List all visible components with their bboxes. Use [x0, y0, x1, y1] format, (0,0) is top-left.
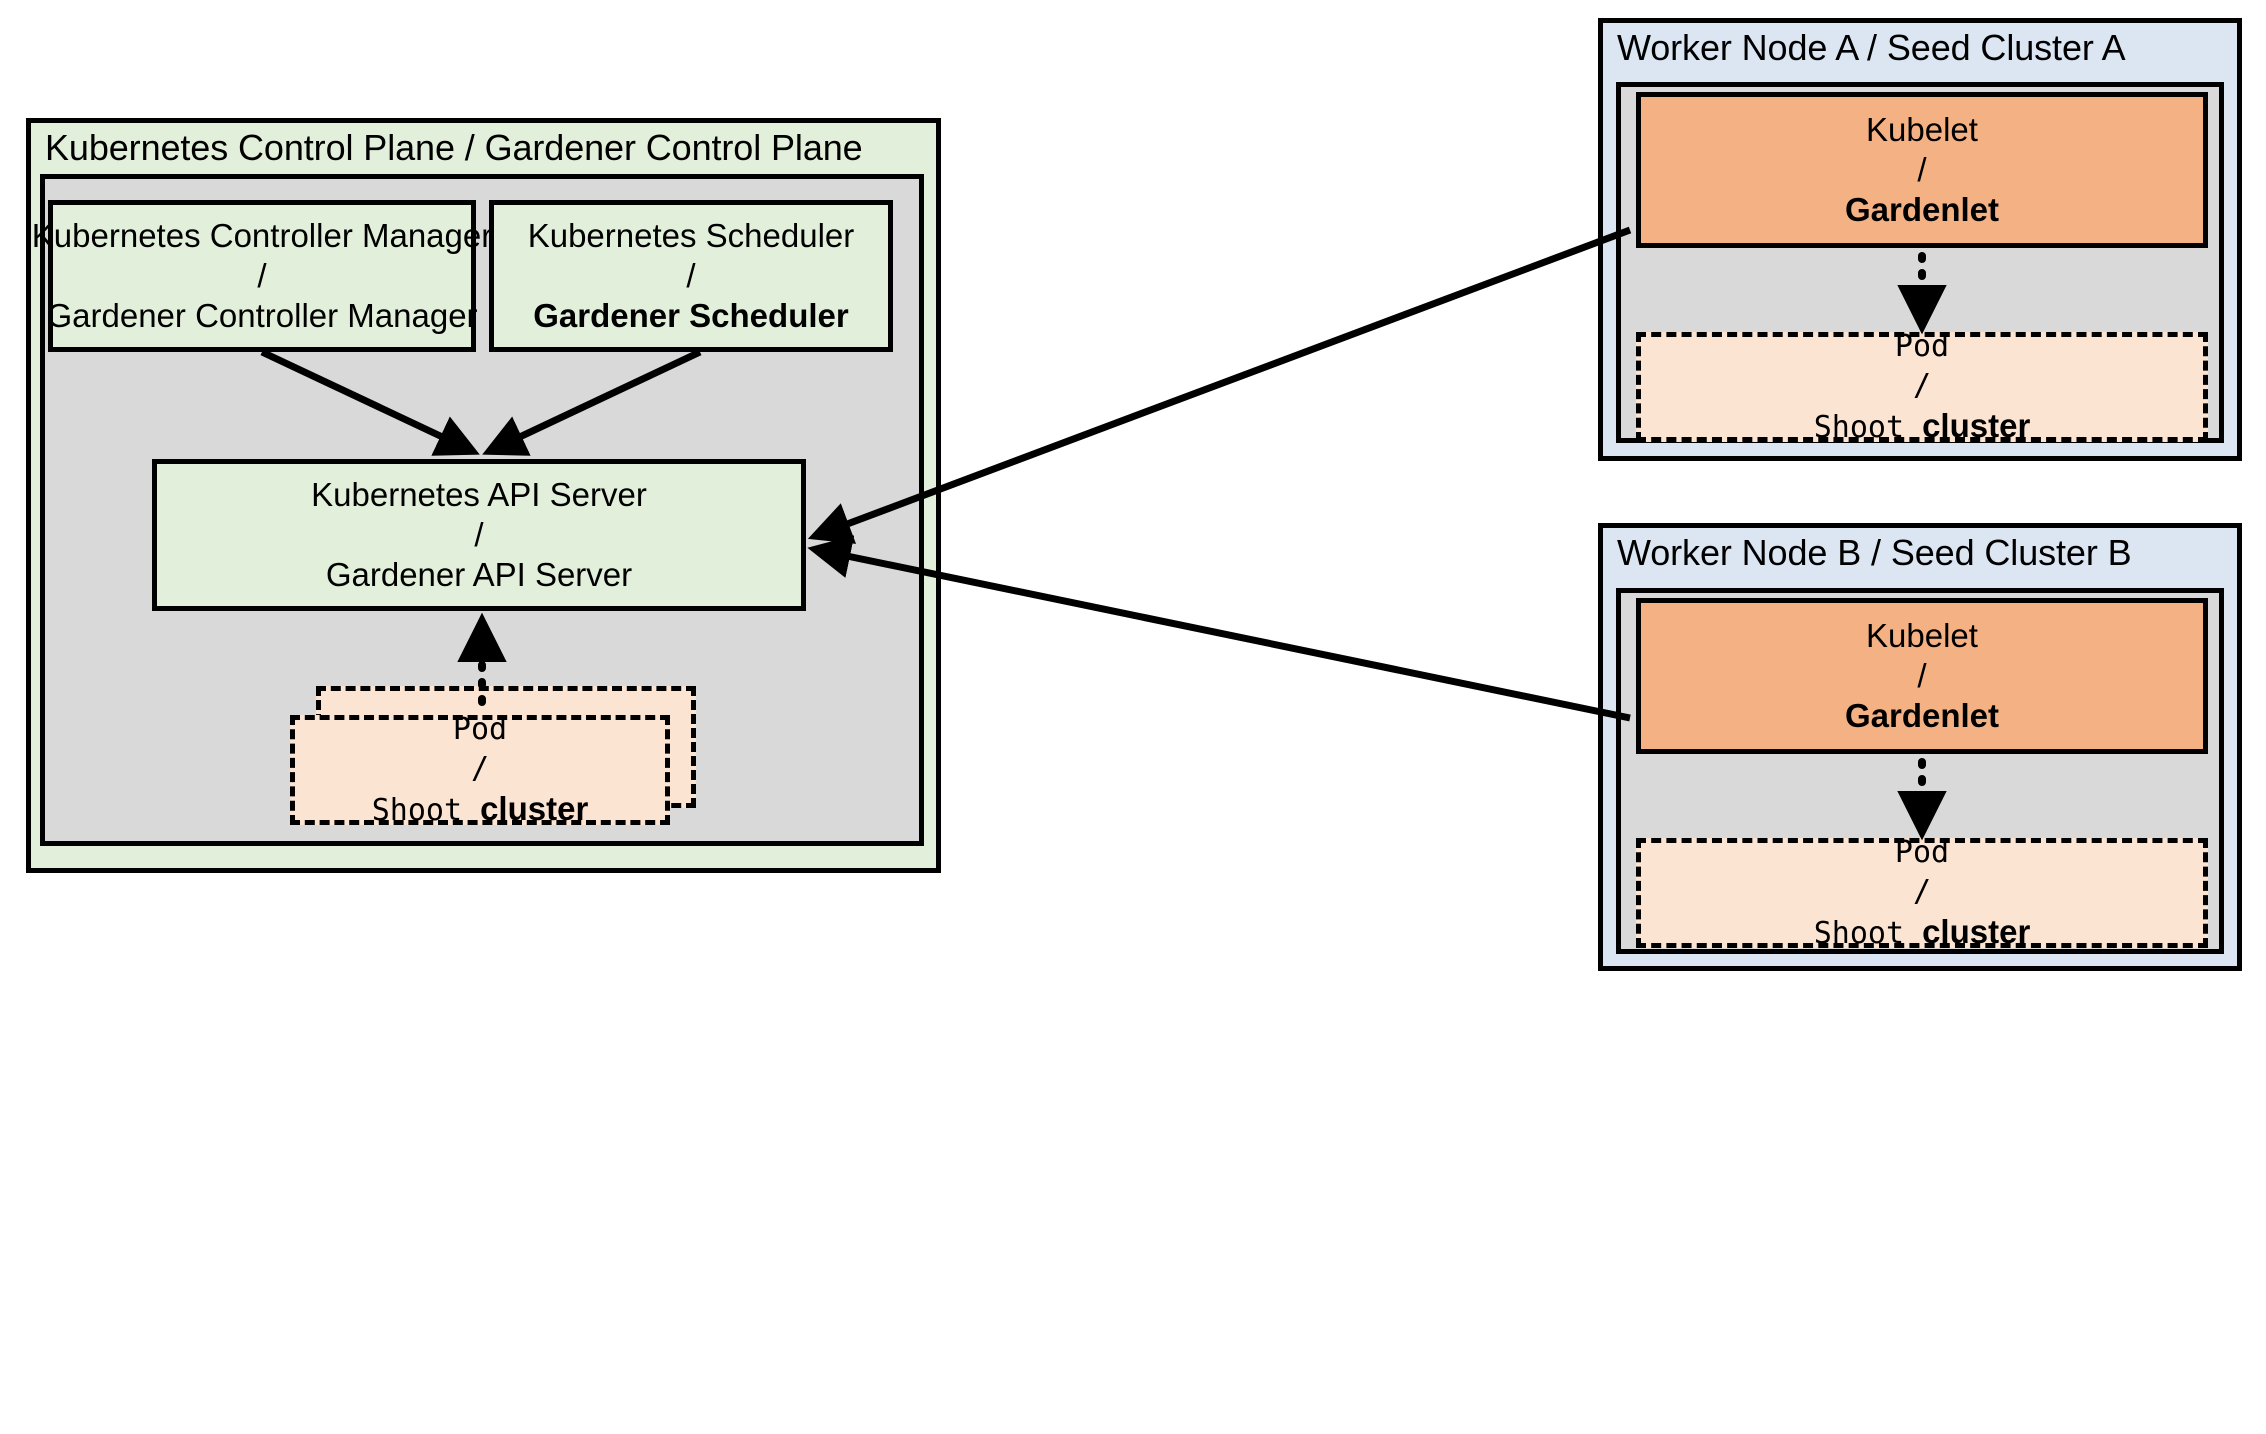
- worker-node-a-pod-line1: Pod: [1894, 328, 1950, 364]
- worker-node-a-kubelet-separator: /: [1917, 150, 1927, 188]
- api-server-line1: Kubernetes API Server: [311, 475, 647, 513]
- kubernetes-api-server-box[interactable]: Kubernetes API Server / Gardener API Ser…: [152, 459, 806, 611]
- worker-node-a-pod-separator: /: [1912, 367, 1932, 403]
- kubernetes-scheduler-box[interactable]: Kubernetes Scheduler / Gardener Schedule…: [489, 200, 893, 352]
- worker-node-a-panel-title: Worker Node A / Seed Cluster A: [1617, 27, 2126, 68]
- worker-node-a-pod-line2: Shoot cluster: [1814, 405, 2031, 448]
- api-server-line2: Gardener API Server: [325, 556, 633, 594]
- worker-node-b-pod-line2: Shoot cluster: [1814, 911, 2031, 954]
- worker-node-b-kubelet-separator: /: [1917, 656, 1927, 694]
- worker-node-b-pod-shoot-text: Shoot: [1813, 915, 1905, 951]
- control-plane-panel-title: Kubernetes Control Plane / Gardener Cont…: [45, 127, 863, 168]
- worker-node-b-kubelet-line2: Gardenlet: [1844, 697, 2000, 735]
- control-plane-pod-shoot-text: Shoot: [371, 792, 463, 828]
- control-plane-pod-cluster-text: cluster: [480, 789, 589, 827]
- worker-node-a-pod-box[interactable]: Pod / Shoot cluster: [1636, 329, 2208, 445]
- worker-node-b-pod-box[interactable]: Pod / Shoot cluster: [1636, 835, 2208, 951]
- worker-node-b-kubelet-line1: Kubelet: [1866, 616, 1978, 654]
- worker-node-a-kubelet-line1: Kubelet: [1866, 110, 1978, 148]
- worker-node-b-pod-cluster-text: cluster: [1922, 912, 2031, 950]
- worker-node-a-pod-shoot-text: Shoot: [1813, 409, 1905, 445]
- control-plane-pod-separator: /: [470, 750, 490, 786]
- control-plane-pod-box[interactable]: Pod / Shoot cluster: [290, 712, 670, 828]
- scheduler-line2: Gardener Scheduler: [533, 297, 849, 335]
- controller-manager-line1: Kubernetes Controller Manager: [31, 216, 493, 254]
- worker-node-b-panel-title: Worker Node B / Seed Cluster B: [1617, 532, 2132, 573]
- controller-manager-line2: Gardener Controller Manager: [46, 297, 478, 335]
- control-plane-pod-line2: Shoot cluster: [372, 788, 589, 831]
- scheduler-line1: Kubernetes Scheduler: [527, 216, 855, 254]
- worker-node-b-kubelet-box[interactable]: Kubelet / Gardenlet: [1636, 598, 2208, 754]
- worker-node-a-kubelet-line2: Gardenlet: [1844, 191, 2000, 229]
- scheduler-separator: /: [686, 256, 696, 294]
- worker-node-a-pod-cluster-text: cluster: [1922, 406, 2031, 444]
- kubernetes-controller-manager-box[interactable]: Kubernetes Controller Manager / Gardener…: [32, 200, 492, 352]
- controller-manager-separator: /: [257, 256, 267, 294]
- worker-node-a-kubelet-box[interactable]: Kubelet / Gardenlet: [1636, 92, 2208, 248]
- api-server-separator: /: [474, 515, 484, 553]
- worker-node-b-pod-line1: Pod: [1894, 834, 1950, 870]
- control-plane-pod-line1: Pod: [452, 711, 508, 747]
- worker-node-b-pod-separator: /: [1912, 873, 1932, 909]
